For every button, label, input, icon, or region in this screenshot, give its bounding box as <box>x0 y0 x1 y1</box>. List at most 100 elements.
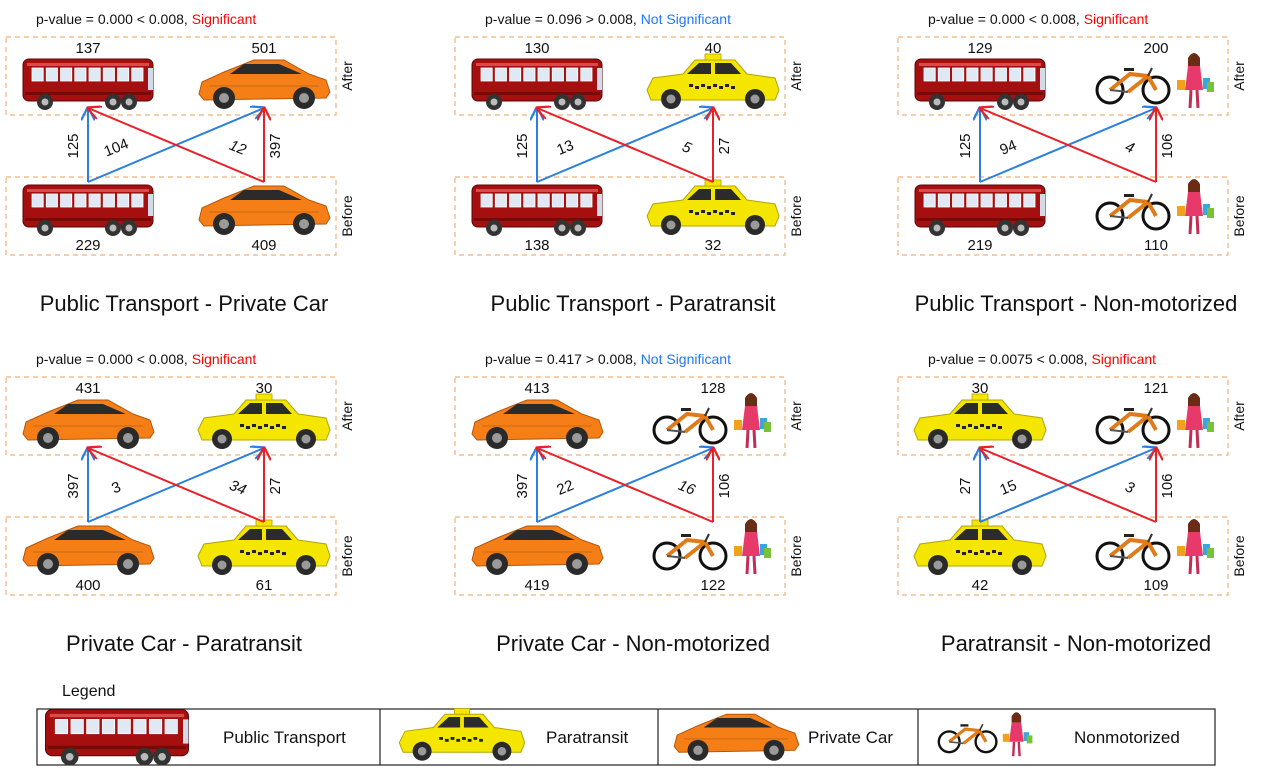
stay-right-count: 397 <box>267 133 284 158</box>
before-box <box>454 176 786 256</box>
taxi-icon <box>646 53 780 109</box>
stay-right-count: 27 <box>267 478 284 495</box>
before-right-count: 122 <box>700 577 725 594</box>
after-box <box>454 376 786 456</box>
left-to-right-count: 104 <box>102 135 132 160</box>
p-value-label: p-value = 0.000 < 0.008, Significant <box>928 11 1148 27</box>
car-icon <box>198 59 331 109</box>
left-to-right-count: 13 <box>554 137 576 159</box>
nonmotor-icon <box>937 712 1033 757</box>
left-to-right-count: 15 <box>997 477 1019 499</box>
after-label: After <box>1231 401 1247 431</box>
legend-item: Paratransit <box>398 708 628 761</box>
legend: Legend Public Transport Paratransit Privat… <box>36 683 1216 766</box>
significance-verdict: Not Significant <box>641 351 731 367</box>
before-label: Before <box>788 535 804 576</box>
after-label: After <box>339 61 355 91</box>
before-box <box>897 176 1229 256</box>
panel: p-value = 0.417 > 0.008, Not Significant… <box>454 351 804 656</box>
legend-item: Private Car <box>673 713 893 761</box>
nonmotor-icon <box>652 393 771 449</box>
right-to-left-count: 3 <box>1123 478 1138 497</box>
p-value-text: p-value = 0.000 < 0.008, <box>928 11 1084 27</box>
after-label: After <box>788 61 804 91</box>
stay-left-count: 27 <box>957 478 974 495</box>
after-right-count: 40 <box>705 40 722 57</box>
significance-verdict: Significant <box>192 351 257 367</box>
bus-icon <box>914 184 1046 236</box>
bus-icon <box>22 184 154 236</box>
taxi-icon <box>197 393 331 449</box>
panel-title: Public Transport - Private Car <box>40 291 329 316</box>
car-icon <box>471 399 604 449</box>
bus-icon <box>471 58 603 110</box>
stay-left-count: 397 <box>65 473 82 498</box>
legend-item-label: Nonmotorized <box>1074 728 1180 747</box>
before-box <box>897 516 1229 596</box>
taxi-icon <box>913 519 1047 575</box>
legend-item-label: Private Car <box>808 728 893 747</box>
stay-left-count: 125 <box>514 133 531 158</box>
nonmotor-icon <box>1095 53 1214 109</box>
stay-left-count: 125 <box>957 133 974 158</box>
bus-icon <box>914 58 1046 110</box>
right-to-left-arrow <box>537 448 714 523</box>
before-left-count: 229 <box>75 237 100 254</box>
after-box <box>897 36 1229 116</box>
before-box <box>5 176 337 256</box>
left-to-right-count: 94 <box>997 137 1019 159</box>
after-box <box>5 36 337 116</box>
legend-item-label: Paratransit <box>546 728 628 747</box>
after-left-count: 130 <box>524 40 549 57</box>
after-right-count: 200 <box>1143 40 1168 57</box>
before-right-count: 61 <box>256 577 273 594</box>
after-label: After <box>339 401 355 431</box>
after-label: After <box>1231 61 1247 91</box>
after-right-count: 128 <box>700 380 725 397</box>
after-box <box>5 376 337 456</box>
before-left-count: 419 <box>524 577 549 594</box>
stay-right-count: 106 <box>1159 133 1176 158</box>
right-to-left-arrow <box>88 448 265 523</box>
stay-right-count: 106 <box>1159 473 1176 498</box>
before-left-count: 42 <box>972 577 989 594</box>
before-box <box>5 516 337 596</box>
significance-verdict: Not Significant <box>641 11 731 27</box>
nonmotor-icon <box>1095 179 1214 235</box>
before-left-count: 138 <box>524 237 549 254</box>
legend-item: Public Transport <box>45 709 346 766</box>
bus-icon <box>22 58 154 110</box>
car-icon <box>22 399 155 449</box>
left-to-right-count: 22 <box>554 477 576 499</box>
p-value-text: p-value = 0.000 < 0.008, <box>36 351 192 367</box>
nonmotor-icon <box>1095 519 1214 575</box>
nonmotor-icon <box>1095 393 1214 449</box>
right-to-left-arrow <box>980 448 1157 523</box>
panel-title: Private Car - Paratransit <box>66 631 302 656</box>
before-left-count: 400 <box>75 577 100 594</box>
before-right-count: 109 <box>1143 577 1168 594</box>
before-right-count: 409 <box>251 237 276 254</box>
significance-verdict: Significant <box>1091 351 1156 367</box>
car-icon <box>471 525 604 575</box>
stay-right-count: 106 <box>716 473 733 498</box>
after-box <box>897 376 1229 456</box>
after-left-count: 413 <box>524 380 549 397</box>
after-right-count: 121 <box>1143 380 1168 397</box>
legend-item: Nonmotorized <box>937 712 1180 757</box>
taxi-icon <box>646 179 780 235</box>
bus-icon <box>471 184 603 236</box>
after-left-count: 137 <box>75 40 100 57</box>
after-box <box>454 36 786 116</box>
p-value-label: p-value = 0.000 < 0.008, Significant <box>36 11 256 27</box>
legend-title: Legend <box>62 683 115 700</box>
panel-title: Public Transport - Paratransit <box>491 291 776 316</box>
left-to-right-count: 3 <box>109 478 123 497</box>
right-to-left-arrow <box>537 108 714 183</box>
before-label: Before <box>339 195 355 236</box>
